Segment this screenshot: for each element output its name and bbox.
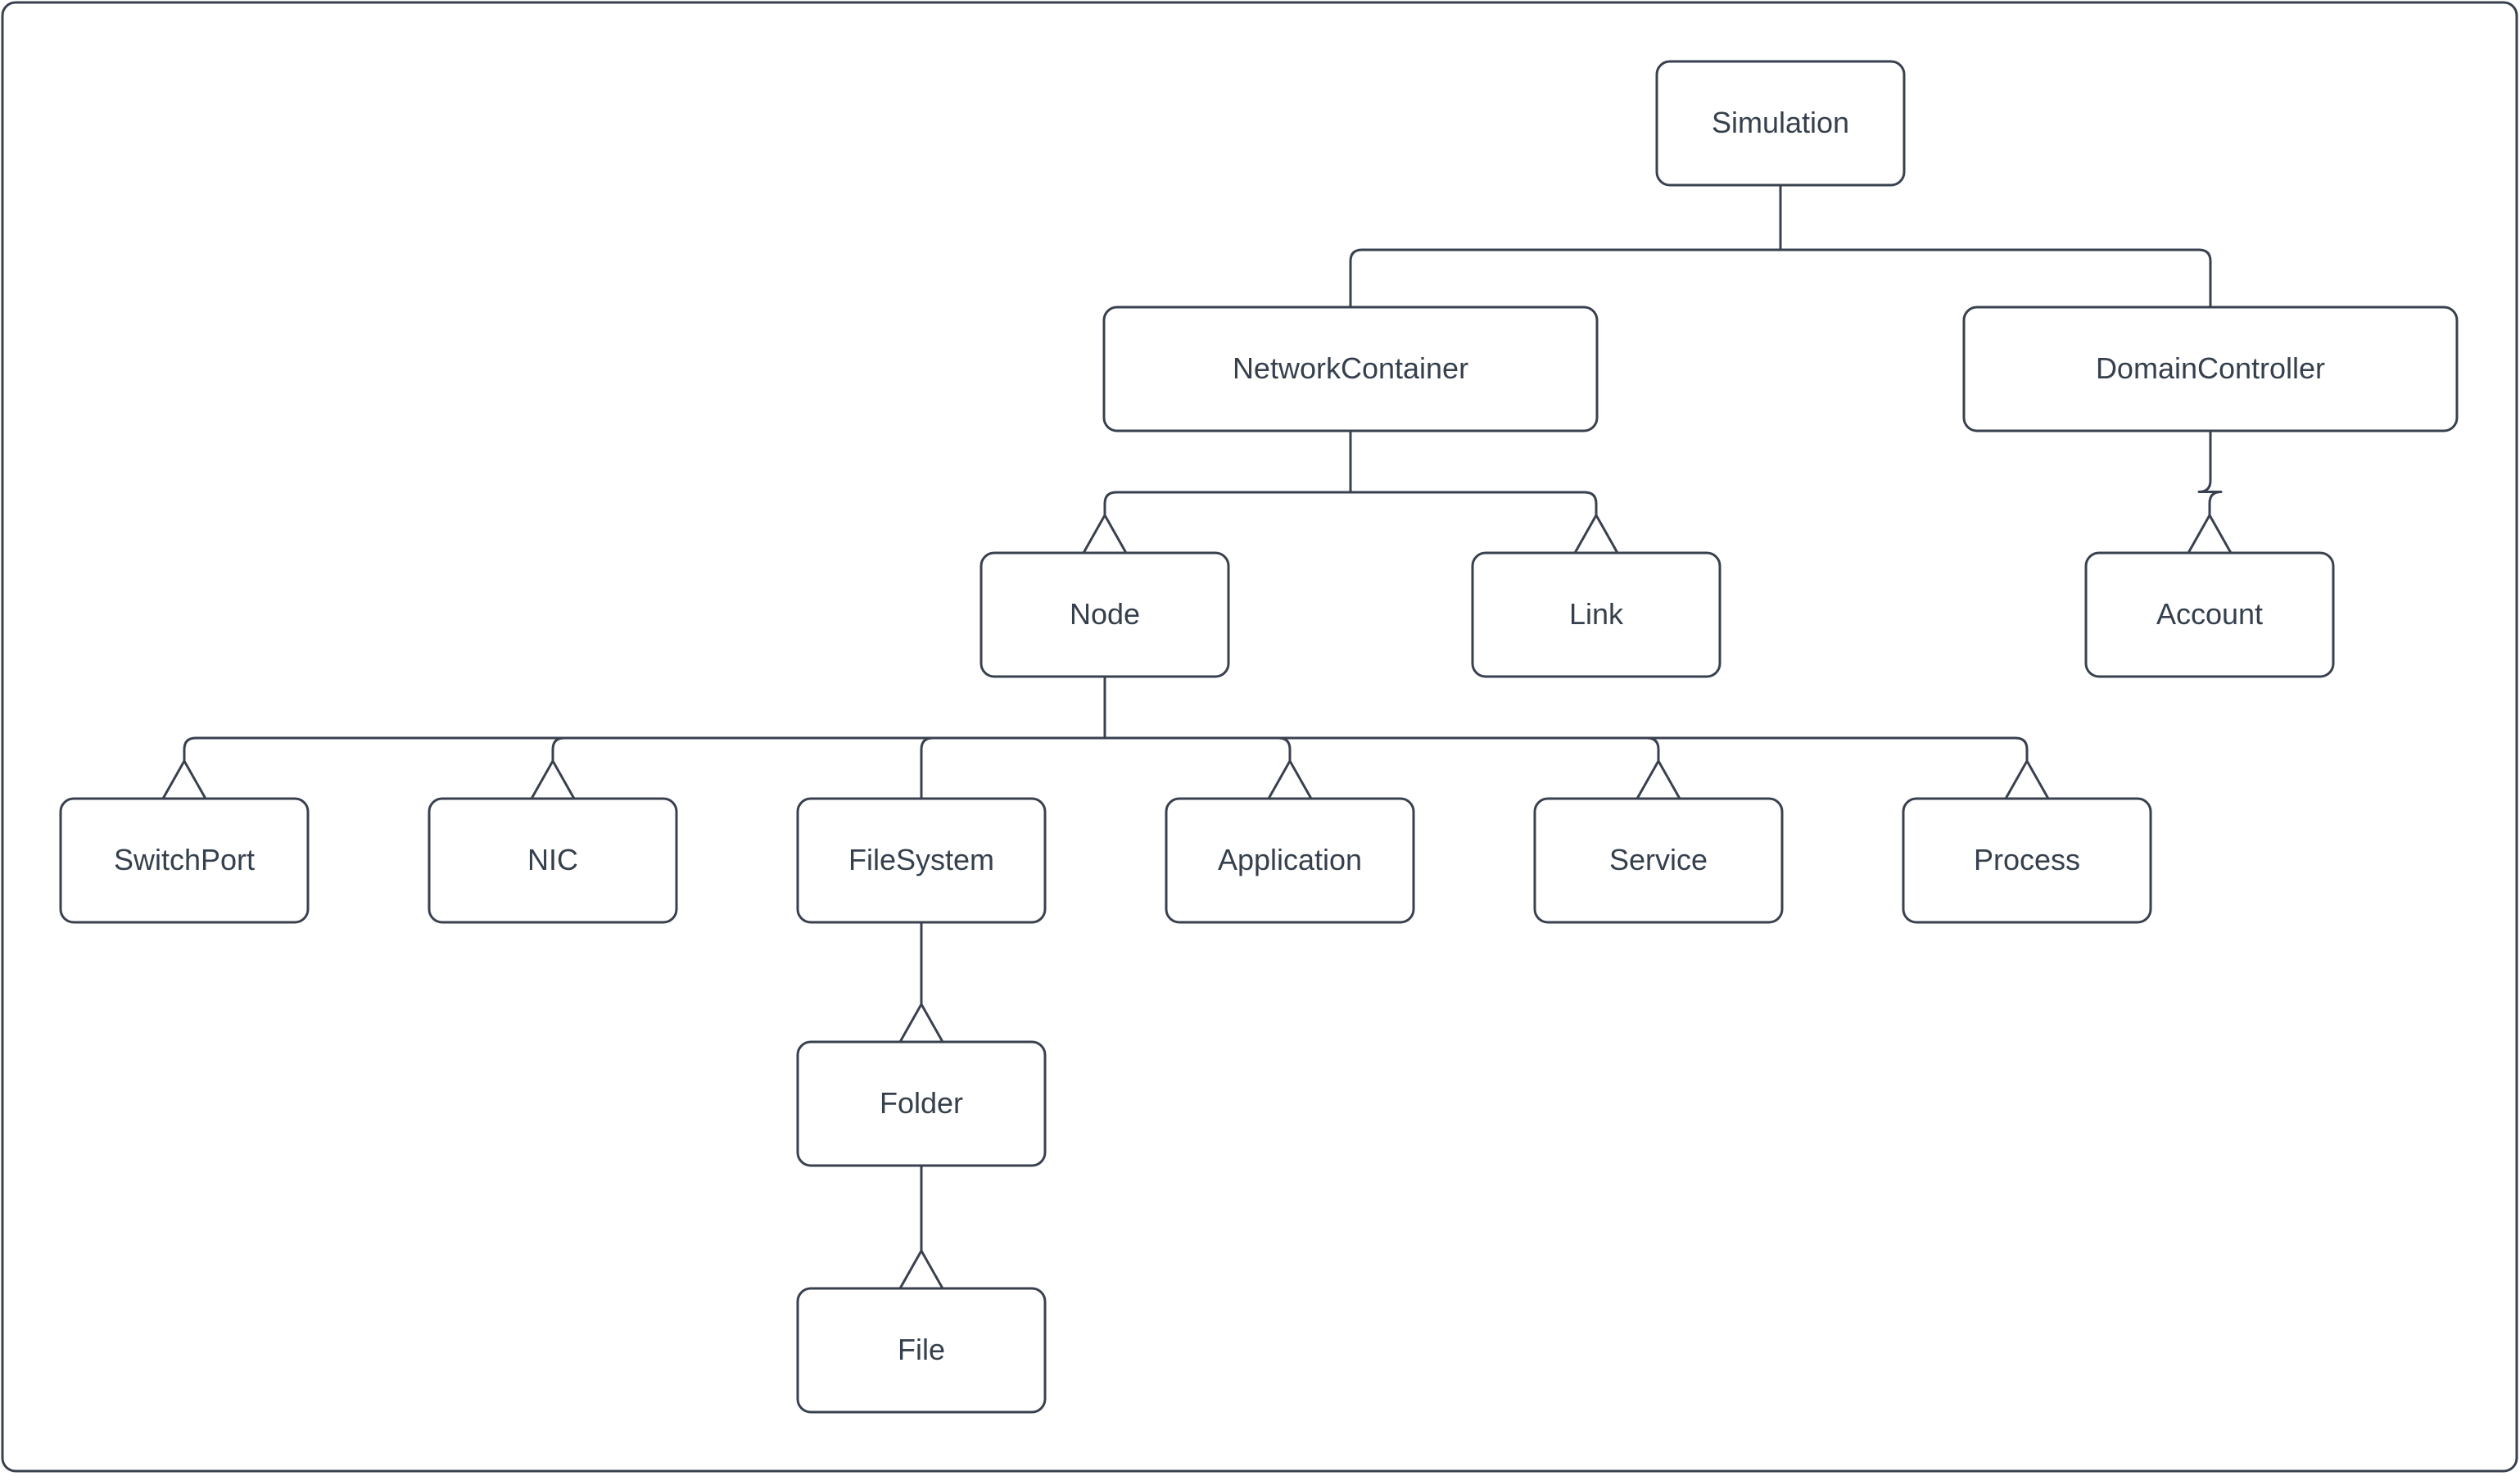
class-node-domaincontroller[interactable]: DomainController bbox=[1962, 306, 2459, 432]
generalization-arrowhead-icon bbox=[2187, 512, 2233, 554]
class-node-box[interactable] bbox=[1533, 797, 1784, 924]
class-node-networkcontainer[interactable]: NetworkContainer bbox=[1102, 306, 1599, 432]
generalization-arrowhead-icon bbox=[898, 1001, 944, 1043]
generalization-arrowhead-icon bbox=[1082, 512, 1128, 554]
class-node-label: SwitchPort bbox=[114, 843, 255, 876]
generalization-arrowhead-icon bbox=[898, 1247, 944, 1289]
generalization-edge bbox=[2197, 431, 2223, 515]
class-node-switchport[interactable]: SwitchPort bbox=[59, 797, 310, 924]
generalization-arrows-layer bbox=[161, 512, 2233, 1289]
class-node-box[interactable] bbox=[1655, 60, 1906, 187]
class-node-label: Simulation bbox=[1712, 106, 1849, 139]
class-node-label: Account bbox=[2156, 597, 2263, 631]
class-node-simulation[interactable]: Simulation bbox=[1655, 60, 1906, 187]
class-node-label: NetworkContainer bbox=[1233, 351, 1468, 385]
generalization-arrowhead-icon bbox=[1636, 758, 1681, 799]
generalization-arrowhead-icon bbox=[530, 758, 576, 799]
class-node-label: Process bbox=[1974, 843, 2080, 876]
class-node-box[interactable] bbox=[796, 1040, 1047, 1167]
class-node-label: Link bbox=[1569, 597, 1624, 631]
class-node-service[interactable]: Service bbox=[1533, 797, 1784, 924]
class-node-box[interactable] bbox=[428, 797, 678, 924]
class-node-label: File bbox=[898, 1333, 945, 1366]
class-node-box[interactable] bbox=[796, 1287, 1047, 1414]
generalization-arrowhead-icon bbox=[1573, 512, 1619, 554]
generalization-arrowhead-icon bbox=[2004, 758, 2050, 799]
class-node-label: Node bbox=[1070, 597, 1140, 631]
edges-layer bbox=[183, 185, 2223, 1251]
generalization-arrowhead-icon bbox=[1267, 758, 1313, 799]
class-node-box[interactable] bbox=[1102, 306, 1599, 432]
generalization-edge bbox=[1584, 491, 1598, 515]
class-node-process[interactable]: Process bbox=[1902, 797, 2152, 924]
class-node-label: Application bbox=[1218, 843, 1362, 876]
class-node-account[interactable]: Account bbox=[2084, 551, 2335, 678]
class-node-box[interactable] bbox=[59, 797, 310, 924]
class-node-application[interactable]: Application bbox=[1165, 797, 1415, 924]
class-node-filesystem[interactable]: FileSystem bbox=[796, 797, 1047, 924]
generalization-edge bbox=[183, 736, 197, 761]
class-node-label: Folder bbox=[880, 1086, 963, 1120]
class-node-label: Service bbox=[1609, 843, 1708, 876]
class-node-box[interactable] bbox=[1165, 797, 1415, 924]
class-node-box[interactable] bbox=[979, 551, 1230, 678]
generalization-edge bbox=[2015, 736, 2029, 761]
class-node-box[interactable] bbox=[2084, 551, 2335, 678]
class-node-label: FileSystem bbox=[848, 843, 994, 876]
class-node-label: DomainController bbox=[2096, 351, 2325, 385]
class-node-box[interactable] bbox=[1902, 797, 2152, 924]
class-node-node[interactable]: Node bbox=[979, 551, 1230, 678]
class-node-label: NIC bbox=[527, 843, 578, 876]
generalization-edge bbox=[1103, 491, 1117, 515]
class-node-file[interactable]: File bbox=[796, 1287, 1047, 1414]
class-node-link[interactable]: Link bbox=[1471, 551, 1721, 678]
generalization-edge bbox=[2198, 248, 2212, 307]
class-node-box[interactable] bbox=[1962, 306, 2459, 432]
class-node-folder[interactable]: Folder bbox=[796, 1040, 1047, 1167]
generalization-arrowhead-icon bbox=[161, 758, 207, 799]
class-node-nic[interactable]: NIC bbox=[428, 797, 678, 924]
class-node-box[interactable] bbox=[796, 797, 1047, 924]
class-node-box[interactable] bbox=[1471, 551, 1721, 678]
generalization-edge bbox=[1349, 248, 1363, 307]
